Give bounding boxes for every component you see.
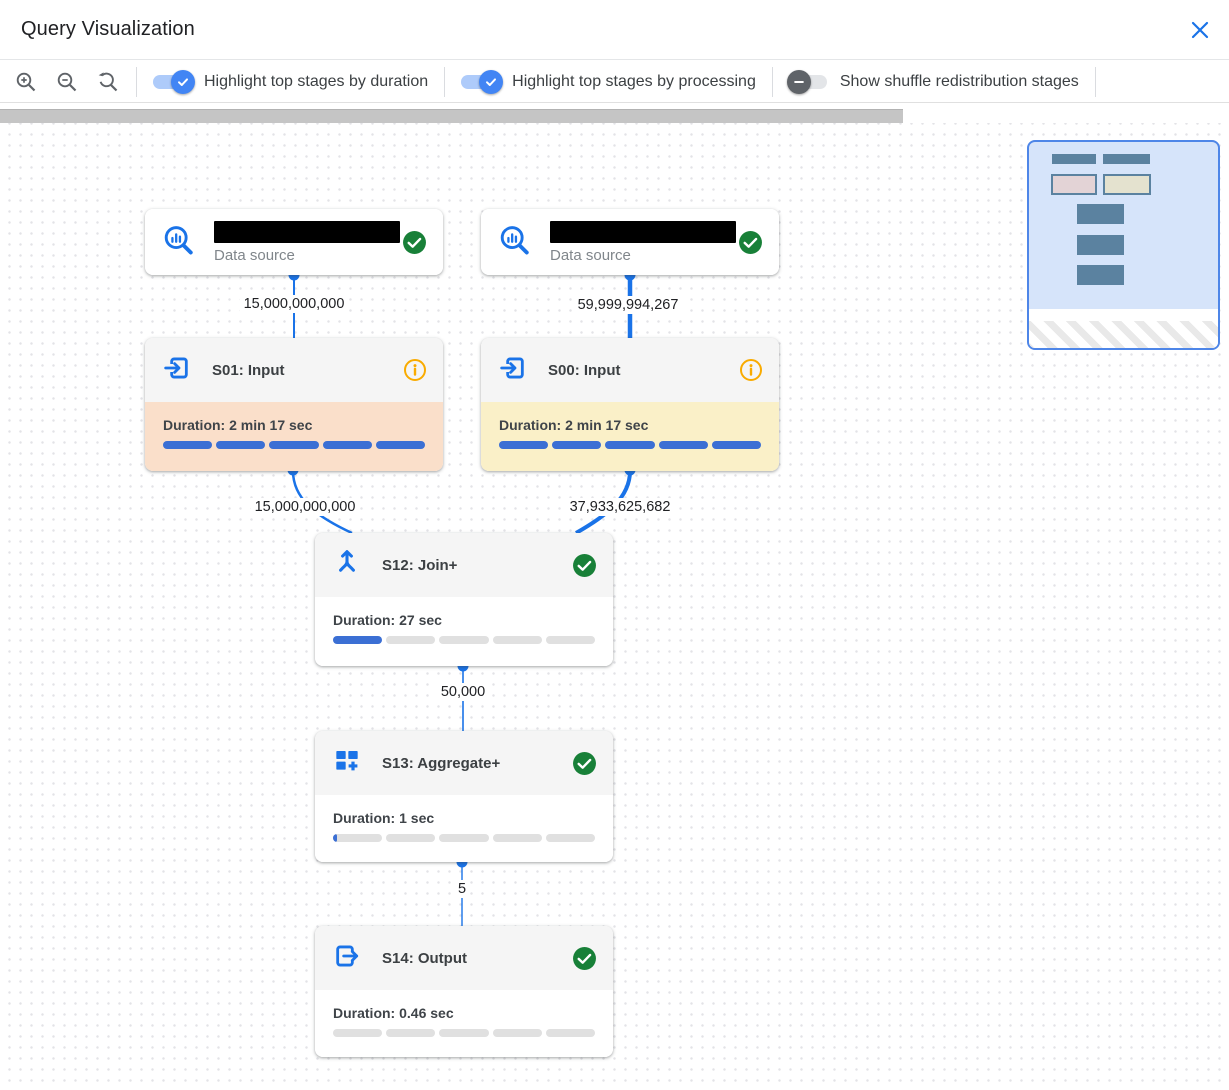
node-stage-s14-output[interactable]: S14: Output Duration: 0.46 sec — [315, 926, 613, 1057]
node-stage-s00-input[interactable]: S00: Input Duration: 2 min 17 sec — [481, 338, 779, 471]
node-stage-s13-aggregate[interactable]: S13: Aggregate+ Duration: 1 sec — [315, 731, 613, 862]
page-title: Query Visualization — [21, 18, 195, 40]
redacted-table-name — [550, 220, 736, 243]
success-check-icon — [572, 946, 597, 971]
stage-duration: Duration: 0.46 sec — [333, 1005, 454, 1021]
stage-progress-bar — [333, 834, 596, 842]
toggle-highlight-duration[interactable] — [153, 69, 195, 94]
node-data-source-2[interactable]: Data source — [481, 209, 779, 275]
minimap-node — [1052, 154, 1096, 164]
zoom-in-icon[interactable] — [14, 70, 38, 94]
minimap-node — [1077, 235, 1124, 255]
stage-duration: Duration: 2 min 17 sec — [163, 417, 313, 433]
graph-canvas[interactable]: Data source Data source — [0, 123, 1229, 1090]
stage-duration: Duration: 2 min 17 sec — [499, 417, 649, 433]
info-icon[interactable] — [403, 358, 427, 382]
input-icon — [497, 352, 529, 389]
stage-progress-bar — [163, 441, 426, 449]
horizontal-scrollbar — [0, 104, 1229, 123]
stage-progress-bar — [333, 636, 596, 644]
join-icon — [331, 547, 363, 584]
aggregate-icon — [331, 745, 363, 782]
stage-progress-bar — [499, 441, 762, 449]
success-check-icon — [572, 751, 597, 776]
toolbar-divider — [444, 66, 446, 97]
data-source-icon — [161, 223, 195, 262]
zoom-reset-icon[interactable] — [96, 70, 120, 94]
zoom-out-icon[interactable] — [55, 70, 79, 94]
edge-row-count: 50,000 — [436, 683, 490, 701]
stage-progress-bar — [333, 1029, 596, 1037]
node-stage-s12-join[interactable]: S12: Join+ Duration: 27 sec — [315, 533, 613, 666]
redacted-table-name — [214, 220, 400, 243]
dialog-header: Query Visualization — [0, 0, 1229, 60]
edge-row-count: 15,000,000,000 — [239, 295, 349, 313]
info-icon[interactable] — [739, 358, 763, 382]
success-check-icon — [572, 553, 597, 578]
toggle-label-processing: Highlight top stages by processing — [512, 72, 756, 90]
toolbar-divider — [136, 66, 137, 97]
stage-title: S12: Join+ — [382, 556, 458, 574]
edge-row-count: 15,000,000,000 — [250, 498, 360, 516]
graph-minimap[interactable] — [1027, 140, 1220, 350]
toggle-label-shuffle: Show shuffle redistribution stages — [839, 72, 1079, 90]
data-source-icon — [497, 223, 531, 262]
horizontal-scrollbar-thumb[interactable] — [0, 109, 903, 123]
success-check-icon — [402, 230, 427, 255]
stage-duration: Duration: 1 sec — [333, 810, 435, 826]
input-icon — [161, 352, 193, 389]
stage-title: S14: Output — [382, 949, 467, 967]
minimap-node-highlight-processing — [1103, 174, 1151, 195]
minimap-node — [1077, 204, 1124, 224]
stage-title: S13: Aggregate+ — [382, 754, 501, 772]
stage-title: S01: Input — [212, 361, 285, 379]
toolbar-divider — [771, 66, 773, 97]
edge-row-count: 5 — [453, 880, 471, 898]
edge-row-count: 37,933,625,682 — [565, 498, 675, 516]
edge-row-count: 59,999,994,267 — [573, 296, 683, 314]
node-data-source-1[interactable]: Data source — [145, 209, 443, 275]
stage-highlight-duration: Duration: 2 min 17 sec — [145, 402, 443, 471]
stage-duration: Duration: 27 sec — [333, 612, 442, 628]
node-stage-s01-input[interactable]: S01: Input Duration: 2 min 17 sec — [145, 338, 443, 471]
close-icon[interactable] — [1187, 17, 1213, 43]
stage-title: S00: Input — [548, 361, 621, 379]
minimap-node — [1103, 154, 1150, 164]
output-icon — [331, 940, 363, 977]
toggle-label-duration: Highlight top stages by duration — [204, 72, 429, 90]
minimap-node — [1077, 265, 1124, 285]
minimap-node-highlight-duration — [1051, 174, 1097, 195]
toggle-highlight-processing[interactable] — [461, 69, 504, 94]
data-source-label: Data source — [214, 246, 295, 264]
success-check-icon — [738, 230, 763, 255]
toolbar: Highlight top stages by duration Highlig… — [0, 61, 1229, 103]
stage-highlight-processing: Duration: 2 min 17 sec — [481, 402, 779, 471]
toggle-show-shuffle[interactable] — [786, 69, 827, 94]
toolbar-divider — [1094, 66, 1096, 97]
data-source-label: Data source — [550, 246, 631, 264]
minimap-out-of-bounds-area — [1029, 321, 1218, 348]
